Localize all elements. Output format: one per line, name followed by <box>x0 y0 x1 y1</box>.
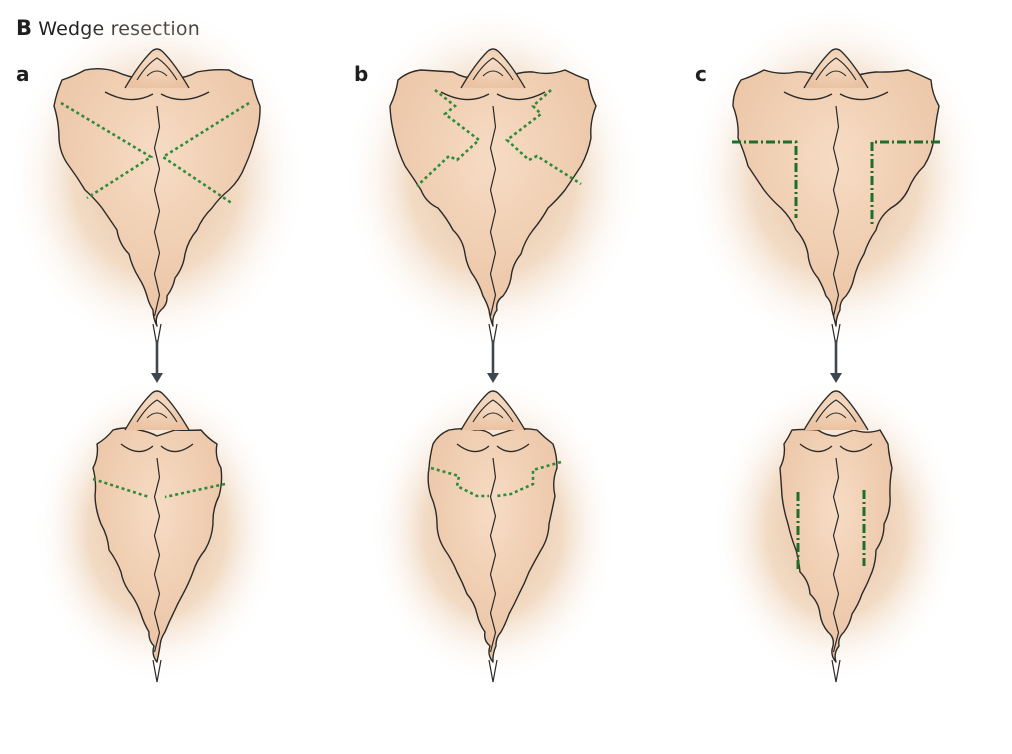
panel-label-b: b <box>354 62 369 86</box>
lower-vulva-0 <box>92 390 223 683</box>
closure-left-a <box>92 477 150 499</box>
transition-arrows <box>151 340 842 383</box>
incision-right-b <box>504 89 582 186</box>
upper-vulva-2 <box>732 48 940 347</box>
incision-left-c <box>732 140 798 218</box>
down-arrow-icon <box>830 340 842 383</box>
incision-lines <box>60 88 940 570</box>
panel-label-a: a <box>16 62 30 86</box>
closure-right-b <box>496 460 562 498</box>
panel-label-c: c <box>695 62 707 86</box>
down-arrow-icon <box>487 340 499 383</box>
incision-right-c <box>870 140 940 224</box>
closure-right-a <box>164 482 226 499</box>
figure-letter: B <box>16 16 33 40</box>
upper-vulva-0 <box>53 48 261 347</box>
lower-vulva-2 <box>779 390 893 683</box>
labia-outline <box>53 68 261 327</box>
incision-left-a <box>60 101 154 200</box>
down-arrow-icon <box>151 340 163 383</box>
upper-vulva-1 <box>389 48 597 347</box>
closure-left-b <box>430 466 489 498</box>
incision-left-b <box>416 88 482 187</box>
incision-right-a <box>160 101 250 206</box>
